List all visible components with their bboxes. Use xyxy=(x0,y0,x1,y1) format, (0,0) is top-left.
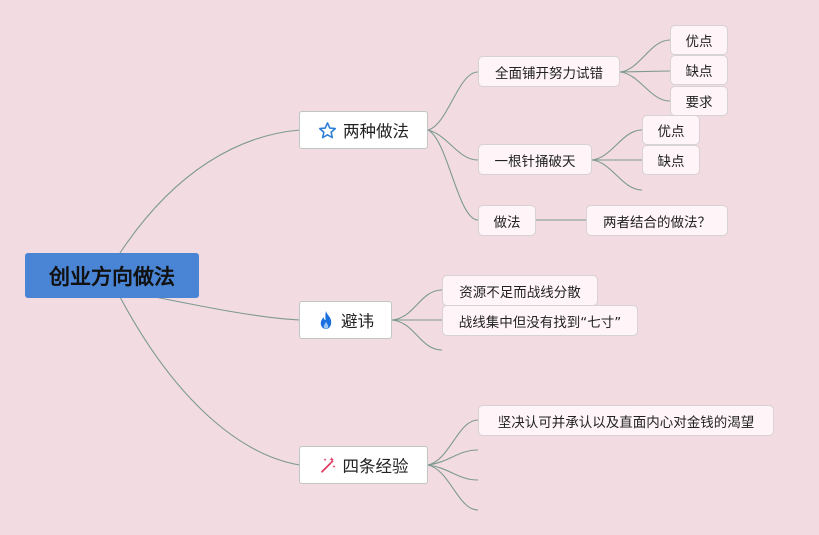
topic-label: 要求 xyxy=(685,95,713,111)
topic-label: 两者结合的做法？ xyxy=(603,214,711,231)
topic-label: 缺点 xyxy=(685,64,713,80)
topic-method[interactable]: 做法 xyxy=(478,205,536,236)
branch-taboos[interactable]: 避讳 xyxy=(299,301,392,339)
magic-wand-icon xyxy=(319,456,337,474)
topic-requirements[interactable]: 要求 xyxy=(670,86,728,116)
root-topic-label: 创业方向做法 xyxy=(49,264,175,289)
topic-label: 缺点 xyxy=(657,154,685,170)
topic-single-needle[interactable]: 一根针捅破天 xyxy=(478,144,592,175)
branch-label: 避讳 xyxy=(341,312,374,331)
topic-pros[interactable]: 优点 xyxy=(642,115,700,145)
topic-full-spread-trial[interactable]: 全面铺开努力试错 xyxy=(478,56,620,87)
topic-combined-method[interactable]: 两者结合的做法？ xyxy=(586,205,728,236)
topic-focused-front[interactable]: 战线集中但没有找到“七寸” xyxy=(442,305,638,336)
topic-cons[interactable]: 缺点 xyxy=(670,55,728,85)
topic-cons[interactable]: 缺点 xyxy=(642,145,700,175)
topic-label: 做法 xyxy=(493,214,521,231)
branch-two-methods[interactable]: 两种做法 xyxy=(299,111,428,149)
branch-label: 两种做法 xyxy=(343,122,409,141)
star-outline-icon xyxy=(318,121,337,140)
topic-label: 一根针捅破天 xyxy=(494,153,576,170)
branch-four-lessons[interactable]: 四条经验 xyxy=(299,446,428,484)
topic-pros[interactable]: 优点 xyxy=(670,25,728,55)
topic-label: 资源不足而战线分散 xyxy=(459,284,581,301)
topic-label: 坚决认可并承认以及直面内心对金钱的渴望 xyxy=(497,414,755,431)
topic-scattered-front[interactable]: 资源不足而战线分散 xyxy=(442,275,598,306)
flame-icon xyxy=(317,310,335,330)
topic-label: 优点 xyxy=(657,124,685,140)
branch-label: 四条经验 xyxy=(342,457,409,476)
topic-label: 优点 xyxy=(685,34,713,50)
root-topic[interactable]: 创业方向做法 xyxy=(25,253,199,298)
topic-label: 全面铺开努力试错 xyxy=(495,65,603,82)
topic-label: 战线集中但没有找到“七寸” xyxy=(458,314,622,331)
topic-money-desire[interactable]: 坚决认可并承认以及直面内心对金钱的渴望 xyxy=(478,405,774,436)
